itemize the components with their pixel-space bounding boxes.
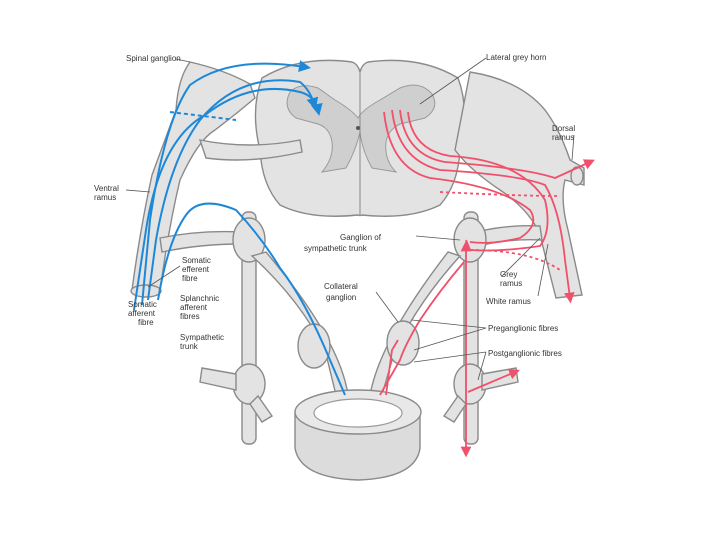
gut-ring: [294, 389, 422, 481]
label-ventral-ramus-2: ramus: [94, 193, 117, 202]
splanchnic-afferent-fibre: [157, 202, 346, 396]
collateral-ganglion: [386, 320, 420, 366]
label-somatic-afferent-3: fibre: [138, 318, 154, 327]
label-somatic-afferent-2: afferent: [128, 309, 155, 318]
label-splanchnic-3: fibres: [180, 312, 200, 321]
label-sympathetic-trunk-2: trunk: [180, 342, 198, 351]
label-ganglion-sympathetic-1: Ganglion of: [340, 233, 381, 242]
afferent-fibre-2: [133, 87, 323, 311]
dorsal-efferent-fibre: [399, 109, 595, 179]
efferent-fibres: [379, 109, 595, 458]
label-grey-ramus-2: ramus: [500, 279, 523, 288]
label-somatic-efferent-1: Somatic: [182, 256, 211, 265]
label-white-ramus: White ramus: [486, 297, 531, 306]
label-grey-ramus-1: Grey: [500, 270, 518, 279]
label-preganglionic: Preganglionic fibres: [488, 324, 559, 333]
left-spinal-nerve: [130, 61, 303, 298]
label-ventral-ramus-1: Ventral: [94, 184, 119, 193]
left-sympathetic-ganglion-upper: [232, 217, 266, 263]
left-collateral-ganglion: [297, 323, 331, 369]
label-splanchnic-2: afferent: [180, 303, 207, 312]
label-lateral-grey-horn: Lateral grey horn: [486, 53, 547, 62]
afferent-fibres: [133, 60, 346, 396]
somatic-afferent-fibre: [141, 60, 311, 306]
label-postganglionic: Postganglionic fibres: [488, 349, 562, 358]
preganglionic-fibre: [379, 261, 465, 396]
label-dorsal-ramus-1: Dorsal: [552, 124, 576, 133]
leader-lines: [125, 57, 575, 381]
label-somatic-efferent-2: efferent: [182, 265, 209, 274]
label-somatic-afferent-1: Somatic: [128, 300, 157, 309]
spinal-cord: [254, 59, 466, 217]
somatic-efferent-fibre: [391, 109, 575, 304]
grey-matter: [286, 84, 436, 173]
central-canal: [356, 126, 360, 130]
label-sympathetic-trunk-1: Sympathetic: [180, 333, 225, 342]
label-splanchnic-1: Splanchnic: [180, 294, 220, 303]
label-dorsal-ramus-2: ramus: [552, 133, 575, 142]
label-somatic-efferent-3: fibre: [182, 274, 198, 283]
label-spinal-ganglion: Spinal ganglion: [126, 54, 181, 63]
afferent-fibre-3: [147, 79, 319, 301]
label-ganglion-sympathetic-2: sympathetic trunk: [304, 244, 367, 253]
label-collateral-ganglion-2: ganglion: [326, 293, 357, 302]
label-collateral-ganglion-1: Collateral: [324, 282, 358, 291]
